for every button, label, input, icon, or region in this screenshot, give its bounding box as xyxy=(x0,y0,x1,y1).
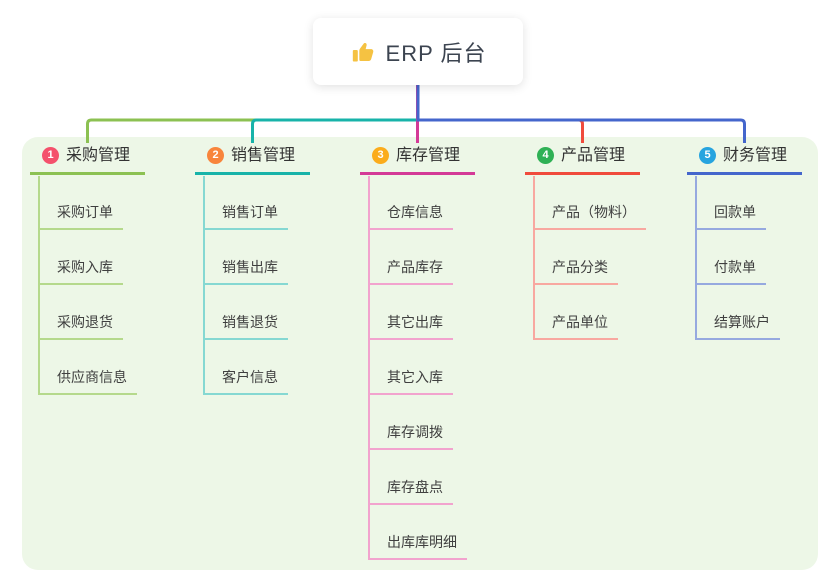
child-topic[interactable]: 产品（物料） xyxy=(534,203,646,230)
child-topic[interactable]: 出库库明细 xyxy=(369,533,467,560)
child-topic[interactable]: 采购订单 xyxy=(39,203,123,230)
branch-topic-5[interactable]: 5 财务管理 xyxy=(687,143,802,175)
branch-topic-label: 库存管理 xyxy=(396,147,461,164)
child-topic[interactable]: 付款单 xyxy=(696,258,766,285)
child-topic[interactable]: 销售订单 xyxy=(204,203,288,230)
thumbs-up-icon xyxy=(352,42,373,62)
child-topic[interactable]: 其它出库 xyxy=(369,313,453,340)
branch-topic-3[interactable]: 3 库存管理 xyxy=(360,143,475,175)
branch-vine-line xyxy=(368,176,370,560)
child-topic[interactable]: 客户信息 xyxy=(204,368,288,395)
child-topic[interactable]: 销售退货 xyxy=(204,313,288,340)
branch-topic-1[interactable]: 1 采购管理 xyxy=(30,143,145,175)
branch-connector-5 xyxy=(416,85,746,143)
branch-vine-line xyxy=(695,176,697,340)
branch-number-badge: 2 xyxy=(207,147,224,164)
branch-topic-label: 产品管理 xyxy=(561,147,626,164)
child-topic[interactable]: 结算账户 xyxy=(696,313,780,340)
child-topic[interactable]: 销售出库 xyxy=(204,258,288,285)
root-node[interactable]: ERP 后台 xyxy=(313,18,523,85)
child-topic[interactable]: 产品分类 xyxy=(534,258,618,285)
child-topic[interactable]: 产品库存 xyxy=(369,258,453,285)
branch-connector-1 xyxy=(86,85,420,143)
branch-topic-label: 财务管理 xyxy=(723,147,788,164)
branch-vine-line xyxy=(203,176,205,395)
child-topic[interactable]: 其它入库 xyxy=(369,368,453,395)
branch-number-badge: 1 xyxy=(42,147,59,164)
child-topic[interactable]: 库存盘点 xyxy=(369,478,453,505)
root-title: ERP 后台 xyxy=(385,40,487,66)
branch-vine-line xyxy=(38,176,40,395)
child-topic[interactable]: 采购入库 xyxy=(39,258,123,285)
branch-number-badge: 3 xyxy=(372,147,389,164)
child-topic[interactable]: 供应商信息 xyxy=(39,368,137,395)
branch-topic-2[interactable]: 2 销售管理 xyxy=(195,143,310,175)
child-topic[interactable]: 产品单位 xyxy=(534,313,618,340)
branch-topic-label: 销售管理 xyxy=(231,147,296,164)
branch-connector-4 xyxy=(416,85,584,143)
child-topic[interactable]: 库存调拨 xyxy=(369,423,453,450)
branch-number-badge: 4 xyxy=(537,147,554,164)
branch-vine-line xyxy=(533,176,535,340)
branch-connector-2 xyxy=(251,85,420,143)
branch-topic-4[interactable]: 4 产品管理 xyxy=(525,143,640,175)
branch-number-badge: 5 xyxy=(699,147,716,164)
child-topic[interactable]: 采购退货 xyxy=(39,313,123,340)
child-topic[interactable]: 回款单 xyxy=(696,203,766,230)
branch-topic-label: 采购管理 xyxy=(66,147,131,164)
child-topic[interactable]: 仓库信息 xyxy=(369,203,453,230)
mindmap-background-panel xyxy=(22,137,818,570)
